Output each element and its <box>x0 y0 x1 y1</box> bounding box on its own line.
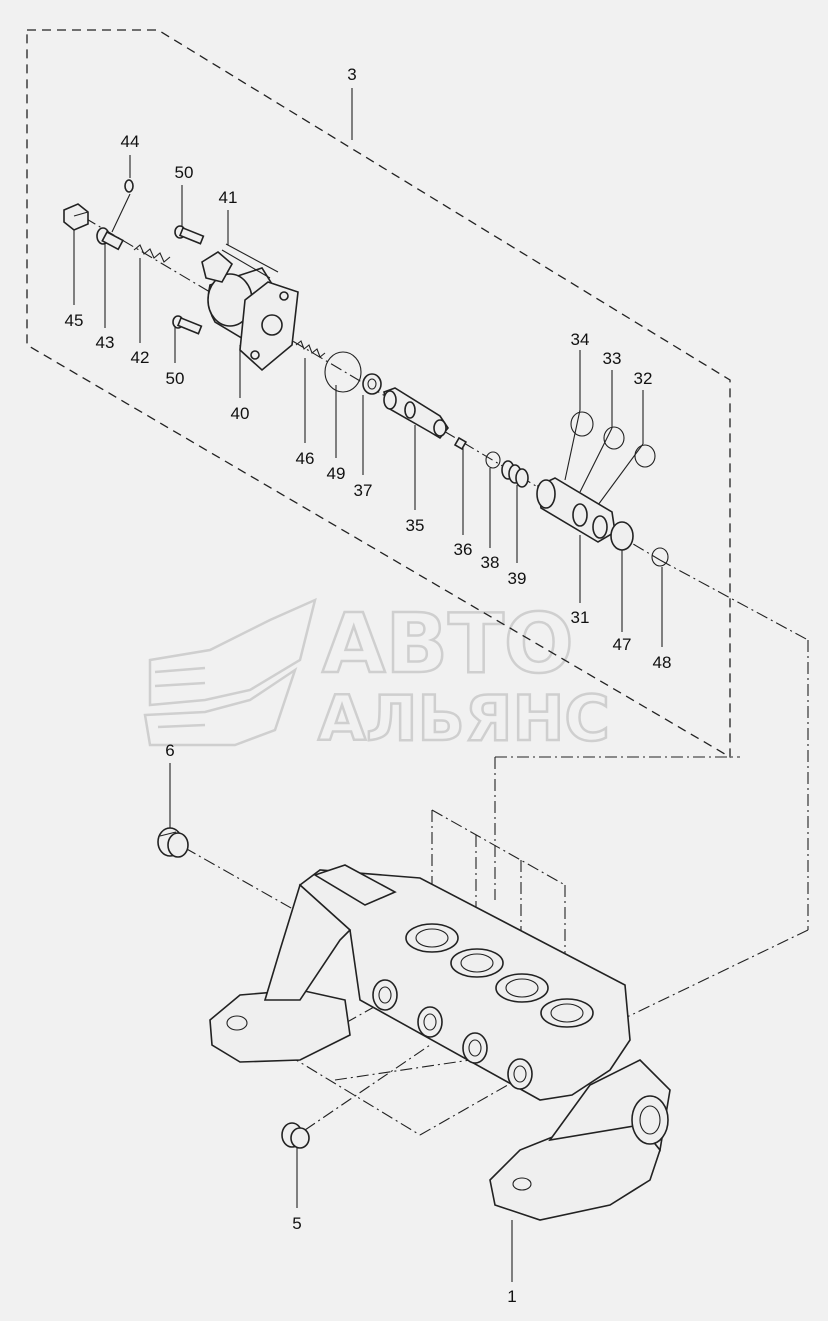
callout-labels: 3 44 50 41 45 43 42 50 40 46 49 37 35 36… <box>65 65 672 1306</box>
callout-3: 3 <box>347 65 356 84</box>
callout-39: 39 <box>508 569 527 588</box>
callout-32: 32 <box>634 369 653 388</box>
oring-33 <box>603 426 625 450</box>
callout-45: 45 <box>65 311 84 330</box>
plug-5 <box>281 1122 310 1149</box>
washer-37 <box>362 373 382 395</box>
watermark-line1: АВТО <box>322 597 574 692</box>
callout-44: 44 <box>121 132 140 151</box>
bolt-50-top <box>174 225 205 245</box>
callout-38: 38 <box>481 553 500 572</box>
callout-50-top: 50 <box>175 163 194 182</box>
assembly-boundary <box>26 29 731 759</box>
callout-33: 33 <box>603 349 622 368</box>
ring-48 <box>651 547 669 567</box>
callout-50-bottom: 50 <box>166 369 185 388</box>
oring-34 <box>570 411 594 437</box>
spool-35 <box>383 387 449 440</box>
watermark-logo <box>143 597 317 747</box>
callout-36: 36 <box>454 540 473 559</box>
callout-1: 1 <box>507 1287 516 1306</box>
cable-41 <box>221 243 279 279</box>
callout-5: 5 <box>292 1214 301 1233</box>
valve-body-1 <box>209 864 671 1221</box>
adjuster-43 <box>96 227 124 251</box>
callout-48: 48 <box>653 653 672 672</box>
watermark-line2: АЛЬЯНС <box>318 682 610 755</box>
callout-49: 49 <box>327 464 346 483</box>
oring-44 <box>124 179 134 193</box>
callout-31: 31 <box>571 608 590 627</box>
callout-43: 43 <box>96 333 115 352</box>
callout-47: 47 <box>613 635 632 654</box>
bolt-50-bottom <box>172 315 203 335</box>
oring-32 <box>634 444 656 468</box>
plug-6 <box>157 827 189 858</box>
spring-42 <box>133 244 171 263</box>
callout-34: 34 <box>571 330 590 349</box>
callout-40: 40 <box>231 404 250 423</box>
callout-35: 35 <box>406 516 425 535</box>
solenoid-40 <box>201 251 299 372</box>
callout-6: 6 <box>165 741 174 760</box>
spring-46 <box>295 340 326 358</box>
callout-41: 41 <box>219 188 238 207</box>
spring-39 <box>501 460 529 488</box>
pin-36 <box>453 436 468 451</box>
callout-42: 42 <box>131 348 150 367</box>
nut-45 <box>63 203 89 231</box>
sleeve-31 <box>536 477 616 543</box>
ring-47 <box>610 521 634 551</box>
oring-49 <box>324 351 362 393</box>
leader-lines <box>73 88 663 1282</box>
callout-37: 37 <box>354 481 373 500</box>
ring-38 <box>485 451 501 469</box>
callout-46: 46 <box>296 449 315 468</box>
